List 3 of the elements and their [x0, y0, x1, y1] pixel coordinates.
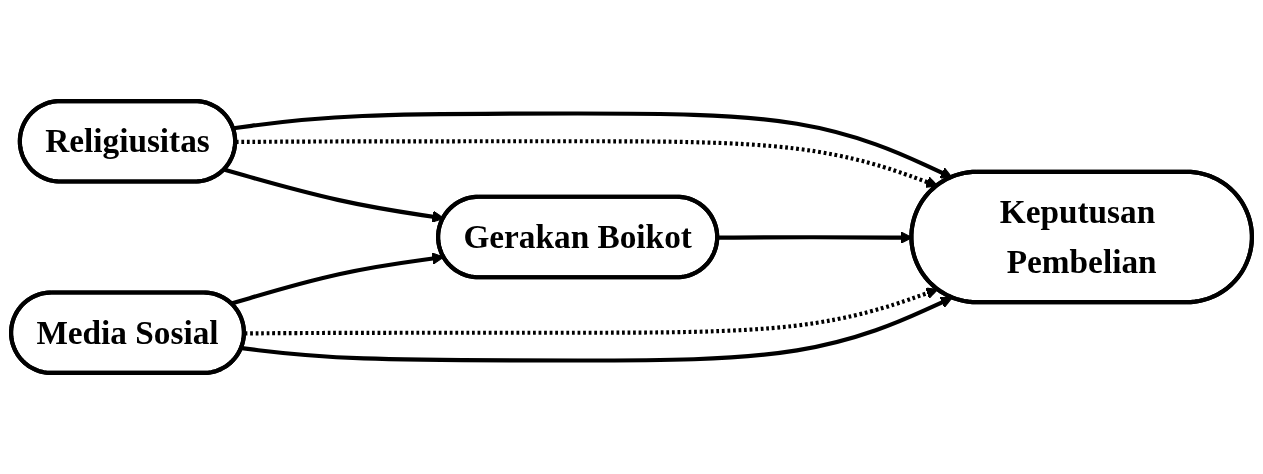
arrow	[233, 111, 953, 179]
arrow	[244, 287, 939, 336]
arrow	[241, 296, 953, 363]
